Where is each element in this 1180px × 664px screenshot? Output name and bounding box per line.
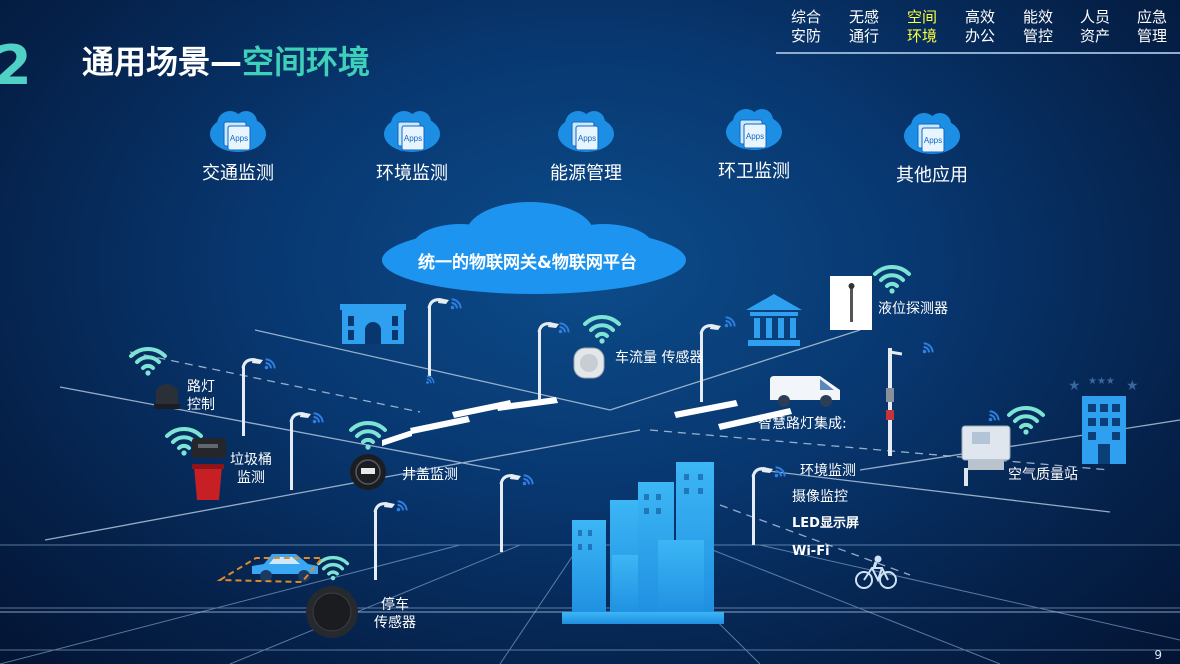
smart-pole-icon <box>886 348 902 456</box>
nav-label: 高效 <box>964 8 995 26</box>
nav-label: 环境 <box>906 27 937 45</box>
title-prefix: 通用场景— <box>82 43 243 81</box>
nav-label: 应急 <box>1136 8 1167 26</box>
nav-item-energy[interactable]: 能效管控 <box>1012 8 1064 46</box>
svg-text:Apps: Apps <box>578 134 596 143</box>
nav-item-office[interactable]: 高效办公 <box>954 8 1006 46</box>
page-number: 9 <box>1154 648 1162 662</box>
env-monitor-label: 环境监测 <box>800 463 856 479</box>
manhole-monitor-label: 井盖监测 <box>402 467 458 483</box>
app-traffic-monitor[interactable]: Apps 交通监测 <box>168 108 308 186</box>
page-title: 通用场景—空间环境 <box>82 40 370 84</box>
app-energy-management[interactable]: Apps 能源管理 <box>516 108 656 186</box>
camera-label: 摄像监控 <box>792 489 848 505</box>
platform-cloud-icon <box>382 202 686 294</box>
nav-item-personnel[interactable]: 人员资产 <box>1069 8 1121 46</box>
parking-sensor-label: 停车 传感器 <box>374 597 416 631</box>
nav-label: 通行 <box>848 27 879 45</box>
nav-label: 人员 <box>1079 8 1110 26</box>
title-highlight: 空间环境 <box>242 43 371 81</box>
nav-item-access[interactable]: 无感通行 <box>838 8 890 46</box>
traffic-sensor-label: 车流量 传感器 <box>615 350 704 366</box>
app-label: 交通监测 <box>202 163 274 184</box>
street-light-controller-icon <box>154 384 180 409</box>
section-number: 2 <box>0 34 32 97</box>
svg-text:Apps: Apps <box>924 136 942 145</box>
traffic-flow-sensor-icon <box>573 347 605 379</box>
app-environment-monitor[interactable]: Apps 环境监测 <box>342 108 482 186</box>
led-screen-label: LED显示屏 <box>792 516 859 531</box>
app-label: 其他应用 <box>896 165 968 186</box>
svg-text:★★★: ★★★ <box>1088 376 1115 387</box>
nav-item-security[interactable]: 综合安防 <box>780 8 832 46</box>
manhole-sensor-icon <box>350 454 386 490</box>
van-icon <box>770 376 840 407</box>
nav-label: 无感 <box>848 8 879 26</box>
apps-cloud-icon: Apps <box>902 110 962 160</box>
svg-text:Apps: Apps <box>404 134 422 143</box>
app-label: 能源管理 <box>550 163 622 184</box>
bank-icon <box>746 294 802 346</box>
app-sanitation-monitor[interactable]: Apps 环卫监测 <box>684 106 824 184</box>
bicycle-icon <box>855 555 897 589</box>
app-label: 环卫监测 <box>718 161 790 182</box>
app-label: 环境监测 <box>376 163 448 184</box>
nav-label: 综合 <box>790 8 821 26</box>
platform-label: 统一的物联网关&物联网平台 <box>418 253 637 273</box>
nav-label: 空间 <box>906 8 937 26</box>
nav-label: 能效 <box>1022 8 1053 26</box>
svg-text:Apps: Apps <box>746 132 764 141</box>
svg-text:★: ★ <box>1068 378 1081 394</box>
nav-label: 安防 <box>790 27 821 45</box>
nav-label: 资产 <box>1079 27 1110 45</box>
parking-space-icon <box>216 557 325 584</box>
nav-item-emergency[interactable]: 应急管理 <box>1126 8 1178 46</box>
smart-light-label: 智慧路灯集成: <box>758 416 847 432</box>
trash-bin-icon <box>192 438 226 500</box>
level-detector-label: 液位探测器 <box>878 301 948 317</box>
parking-sensor-icon <box>306 586 358 638</box>
nav-item-space-environment[interactable]: 空间环境 <box>896 8 948 46</box>
nav-label: 管控 <box>1022 27 1053 45</box>
wifi-label: Wi-Fi <box>792 544 830 559</box>
trash-monitor-label: 垃圾桶 监测 <box>230 452 272 486</box>
air-station-label: 空气质量站 <box>1008 467 1078 483</box>
top-nav: 综合安防 无感通行 空间环境 高效办公 能效管控 人员资产 应急管理 <box>776 8 1180 54</box>
street-light-control-label: 路灯 控制 <box>187 379 215 413</box>
level-detector-icon <box>830 276 872 330</box>
svg-text:Apps: Apps <box>230 134 248 143</box>
apps-cloud-icon: Apps <box>382 108 442 158</box>
apps-cloud-icon: Apps <box>208 108 268 158</box>
nav-label: 办公 <box>964 27 995 45</box>
app-other[interactable]: Apps 其他应用 <box>862 110 1002 188</box>
building-icon <box>340 304 406 344</box>
nav-label: 管理 <box>1136 27 1167 45</box>
svg-text:★: ★ <box>1126 378 1139 394</box>
apps-cloud-icon: Apps <box>556 108 616 158</box>
apps-cloud-icon: Apps <box>724 106 784 156</box>
hotel-building-icon: ★ ★★★ ★ <box>1068 376 1139 464</box>
air-quality-station-icon <box>961 425 1011 486</box>
